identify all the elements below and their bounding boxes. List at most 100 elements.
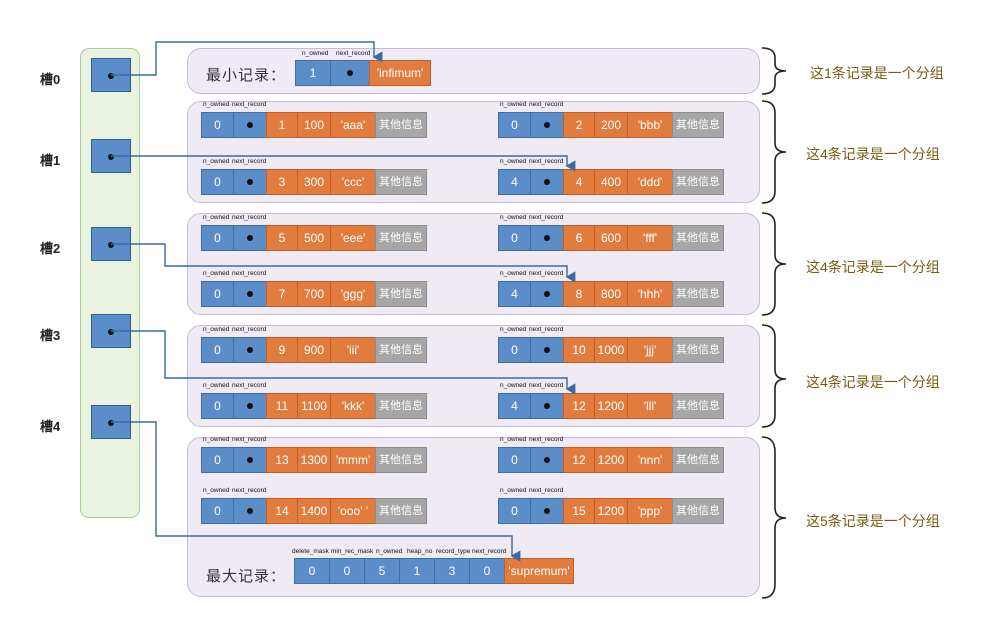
slot-label-3: 槽3 [40,328,61,343]
n-owned-cell: 5 [364,558,400,584]
field-a-cell: 7 [266,281,298,307]
next-record-cell [233,498,267,524]
field-c-cell: 'nnn' [627,447,673,473]
n-owned-header: n_owned [500,326,527,333]
field-c-cell: 'eee' [330,225,376,251]
pointer-dot [544,291,550,297]
slot-3[interactable] [91,314,131,348]
next-record-header: next_record [232,326,267,333]
pointer-dot [247,508,253,514]
group-caption-4: 这5条记录是一个分组 [806,513,940,529]
n-owned-header: n_owned [302,50,329,57]
other-info-cell: 其他信息 [672,337,724,363]
other-info-cell: 其他信息 [672,447,724,473]
n-owned-cell: 1 [295,60,331,86]
pointer-dot [544,122,550,128]
field-b-cell: 300 [297,169,331,195]
field-b-cell: 1400 [297,498,331,524]
n-owned-cell: 0 [498,337,531,363]
infimum-title: 最小记录： [206,67,287,84]
field-c-cell: 'ppp' [627,498,673,524]
n-owned-cell: 4 [498,169,531,195]
next-record-header: next_record [232,214,267,221]
field-b-cell: 800 [594,281,628,307]
n-owned-cell: 0 [498,225,531,251]
pointer-dot [247,347,253,353]
next-record-header: next_record [529,326,564,333]
n-owned-cell: 4 [498,393,531,419]
other-info-cell: 其他信息 [672,393,724,419]
group-caption-3: 这4条记录是一个分组 [806,374,940,390]
field-b-cell: 1100 [297,393,331,419]
slot-2[interactable] [91,227,131,261]
n-owned-header: n_owned [500,101,527,108]
n-owned-header: n_owned [203,382,230,389]
other-info-cell: 其他信息 [672,498,724,524]
pointer-dot [544,403,550,409]
next-record-cell [233,337,267,363]
supremum-record[interactable]: 0 0 5 1 3 0 'supremum' [294,558,574,584]
n-owned-header: n_owned [203,101,230,108]
next-record-header: next_record [232,487,267,494]
brace-2 [761,212,787,316]
n-owned-header: n_owned [500,158,527,165]
n-owned-header: n_owned [203,214,230,221]
n-owned-cell: 0 [201,112,234,138]
other-info-cell: 其他信息 [375,169,427,195]
infimum-record[interactable]: 1 'infimum' [295,60,431,86]
next-record-cell [530,169,564,195]
next-record-cell [233,393,267,419]
pointer-dot [544,179,550,185]
field-a-cell: 13 [266,447,298,473]
field-c-cell: 'fff' [627,225,673,251]
pointer-dot [247,291,253,297]
brace-4 [761,436,787,599]
group-caption-2: 这4条记录是一个分组 [806,259,940,275]
field-b-cell: 100 [297,112,331,138]
field-b-cell: 600 [594,225,628,251]
pointer-dot [544,508,550,514]
slot-4[interactable] [91,405,131,439]
next-record-header: next_record [529,487,564,494]
n-owned-header: n_owned [203,436,230,443]
slot-0[interactable] [91,58,131,92]
supremum-name-cell: 'supremum' [504,558,574,584]
next-record-cell [233,225,267,251]
n-owned-cell: 4 [498,281,531,307]
next-record-cell [530,225,564,251]
pointer-dot [108,242,114,248]
pointer-dot [247,122,253,128]
field-b-cell: 1200 [594,498,628,524]
field-c-cell: 'kkk' [330,393,376,419]
other-info-cell: 其他信息 [375,498,427,524]
slot-label-0: 槽0 [40,72,61,87]
field-b-cell: 1300 [297,447,331,473]
next-record-cell [530,112,564,138]
slot-1[interactable] [91,139,131,173]
slot-column [80,48,140,518]
n-owned-header: n_owned [500,382,527,389]
next-record-header: next_record [232,158,267,165]
pointer-dot [108,420,114,426]
group-caption-0: 这1条记录是一个分组 [810,65,944,81]
supremum-title: 最大记录： [206,568,287,585]
pointer-dot [108,329,114,335]
other-info-cell: 其他信息 [672,225,724,251]
field-b-cell: 900 [297,337,331,363]
